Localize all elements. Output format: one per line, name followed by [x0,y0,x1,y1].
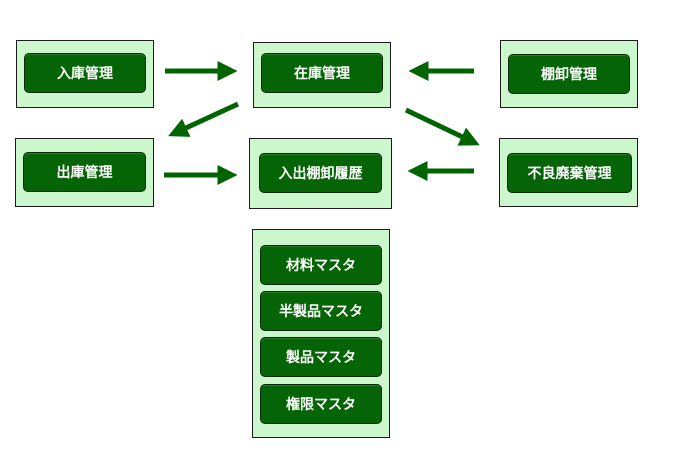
arrow-stock-to-defect [404,107,480,146]
defect-disposal-button[interactable]: 不良廃棄管理 [507,153,632,193]
permission-master-button[interactable]: 権限マスタ [260,384,382,424]
receiving-button[interactable]: 入庫管理 [24,53,146,93]
receiving-panel: 入庫管理 [16,40,154,108]
arrow-stock-to-shipping [168,101,240,137]
shipping-button[interactable]: 出庫管理 [23,152,146,192]
semi-product-master-button[interactable]: 半製品マスタ [260,291,382,331]
stock-button[interactable]: 在庫管理 [261,53,383,93]
history-button[interactable]: 入出棚卸履歴 [259,153,382,193]
defect-disposal-panel: 不良廃棄管理 [499,138,638,207]
inventory-count-panel: 棚卸管理 [500,40,638,108]
shipping-panel: 出庫管理 [15,138,154,207]
master-panel: 材料マスタ 半製品マスタ 製品マスタ 権限マスタ [252,229,390,438]
history-panel: 入出棚卸履歴 [249,138,392,209]
stock-panel: 在庫管理 [253,42,391,108]
inventory-count-button[interactable]: 棚卸管理 [508,54,630,94]
product-master-button[interactable]: 製品マスタ [260,337,382,377]
material-master-button[interactable]: 材料マスタ [260,245,382,285]
